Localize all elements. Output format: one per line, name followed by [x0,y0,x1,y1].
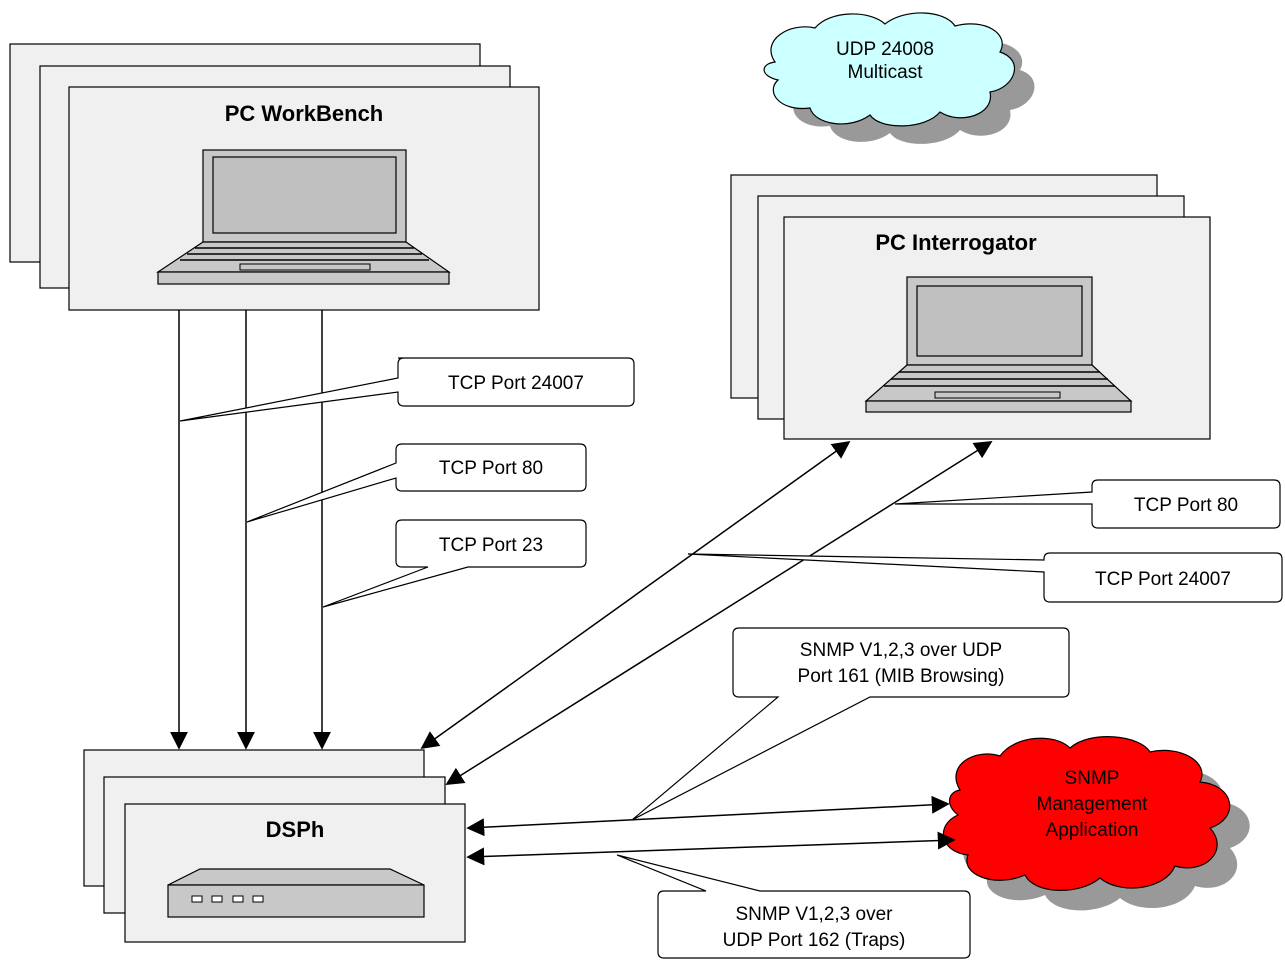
callout-snmp162-line1: SNMP V1,2,3 over [735,904,893,925]
snmp-app-line1: SNMP [1065,768,1120,789]
connection-int-tcp80 [445,441,993,785]
dsph-snmp-connections [466,795,956,866]
callout-snmp162: SNMP V1,2,3 over UDP Port 162 (Traps) [616,854,971,959]
workbench-dsph-connections [170,310,331,750]
connection-snmp162 [466,831,956,866]
callout-wb-tcp80: TCP Port 80 [246,443,587,523]
callout-wb-tcp23: TCP Port 23 [322,519,587,608]
callout-wb-tcp80-text: TCP Port 80 [439,458,543,479]
callout-snmp161-line1: SNMP V1,2,3 over UDP [800,640,1002,661]
multicast-line2: Multicast [848,62,924,83]
laptop-icon [864,276,1133,413]
snmp-app-line3: Application [1046,820,1139,841]
callout-wb-tcp24007: TCP Port 24007 [179,357,635,422]
multicast-line1: UDP 24008 [836,39,934,60]
callout-wb-tcp24007-text: TCP Port 24007 [448,373,584,394]
interrogator-node: PC Interrogator [730,174,1211,440]
callout-int-tcp24007-text: TCP Port 24007 [1095,569,1231,590]
callout-snmp161-line2: Port 161 (MIB Browsing) [798,666,1005,687]
dsph-node: DSPh [83,749,466,943]
callout-int-tcp80-text: TCP Port 80 [1134,495,1238,516]
connection-snmp161 [466,795,950,837]
workbench-title: PC WorkBench [225,101,384,126]
snmp-management-cloud: SNMP Management Application [942,736,1250,911]
callout-wb-tcp23-text: TCP Port 23 [439,535,543,556]
callout-snmp162-line2: UDP Port 162 (Traps) [723,930,906,951]
callout-int-tcp80: TCP Port 80 [894,479,1281,529]
callout-int-tcp24007: TCP Port 24007 [687,552,1283,603]
multicast-cloud: UDP 24008 Multicast [763,12,1035,144]
network-switch-icon [167,868,425,918]
laptop-icon [156,149,451,285]
interrogator-title: PC Interrogator [875,230,1037,255]
interrogator-dsph-connections [420,440,993,785]
snmp-app-line2: Management [1037,794,1149,815]
dsph-title: DSPh [266,817,325,842]
workbench-node: PC WorkBench [9,43,540,311]
callout-snmp161: SNMP V1,2,3 over UDP Port 161 (MIB Brows… [631,627,1070,821]
